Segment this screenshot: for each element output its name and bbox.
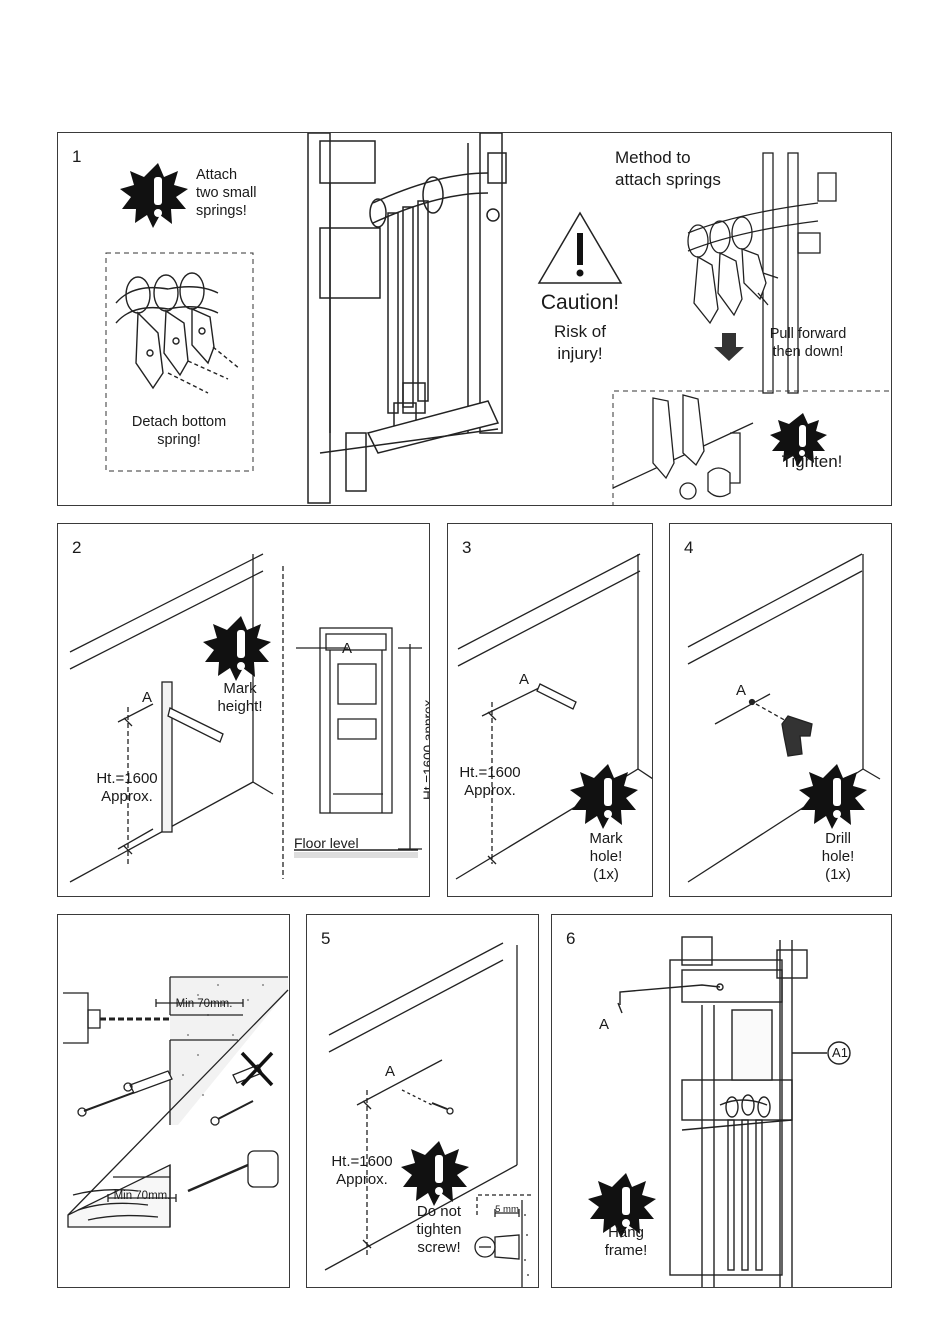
- gap-label: 5 mm: [495, 1204, 519, 1215]
- step-6-panel: 6 A: [551, 914, 892, 1288]
- floor-level-label: Floor level: [294, 835, 359, 851]
- step-number: 1: [72, 147, 82, 166]
- springs-detail: [115, 272, 241, 394]
- detach-spring-text: Detach bottom spring!: [131, 414, 227, 448]
- arrow-down-icon: [714, 333, 744, 361]
- step-2-illustration: [69, 553, 422, 883]
- point-a-label: A: [142, 689, 153, 706]
- drill-hole-text: Drill hole! (1x): [821, 830, 855, 883]
- height-text: Ht.=1600 Approx.: [459, 764, 521, 799]
- height-text: Ht.=1600 Approx.: [331, 1153, 393, 1188]
- step-4-illustration: [687, 553, 881, 883]
- step-2-panel: 2: [57, 523, 430, 897]
- step-1-panel: 1: [57, 132, 892, 506]
- method-title: Method to attach springs: [615, 148, 721, 189]
- anchor-illustration: [63, 976, 289, 1228]
- tighten-detail: [612, 394, 754, 500]
- step-4-panel: 4 A Drill hole! (1x): [669, 523, 892, 897]
- attach-springs-text: Attach two small springs!: [196, 167, 257, 219]
- no-tighten-text: Do not tighten screw!: [416, 1203, 462, 1256]
- anchor-panel: Min 70mm. Min 70mm.: [57, 914, 290, 1288]
- step-number: 5: [321, 929, 331, 948]
- tighten-box: [612, 390, 891, 505]
- point-a-label: A: [599, 1016, 610, 1033]
- detail-box: [105, 252, 254, 472]
- step-5-panel: 5 A Ht.=: [306, 914, 539, 1288]
- method-springs: [687, 152, 837, 394]
- drill-icon: [781, 715, 813, 757]
- vertical-height-label: Ht.=1600 approx.: [421, 696, 430, 800]
- step-number: 2: [72, 538, 82, 557]
- step-1-illustration: [105, 133, 891, 505]
- step-number: 3: [462, 538, 472, 557]
- frame-main: [307, 133, 507, 504]
- step-5-illustration: [324, 942, 532, 1287]
- mark-height-text: Mark height!: [217, 680, 263, 715]
- min-depth-top: Min 70mm.: [175, 998, 233, 1010]
- step-6-illustration: [588, 936, 851, 1287]
- hang-frame-text: Hang frame!: [604, 1224, 648, 1259]
- point-a-label: A: [385, 1063, 396, 1080]
- caution-text: Risk of injury!: [554, 322, 606, 363]
- step-number: 4: [684, 538, 694, 557]
- mark-hole-text: Mark hole! (1x): [589, 830, 623, 883]
- tighten-text: Tighten!: [781, 452, 843, 471]
- step-number: 6: [566, 929, 576, 948]
- point-a-label: A: [519, 671, 530, 688]
- warning-burst-icon: [770, 413, 827, 466]
- callout-a1: A1: [832, 1045, 848, 1060]
- pull-forward-text: Pull forward then down!: [769, 326, 847, 360]
- point-a-frame-label: A: [342, 640, 353, 657]
- step-3-illustration: [455, 553, 652, 880]
- height-text: Ht.=1600 Approx.: [96, 770, 158, 805]
- caution-title: Caution!: [540, 291, 620, 314]
- point-a-label: A: [736, 682, 747, 699]
- min-depth-bottom: Min 70mm.: [113, 1190, 171, 1202]
- step-3-panel: 3 A Ht.=1600 Approx. Mark hole! (1x): [447, 523, 653, 897]
